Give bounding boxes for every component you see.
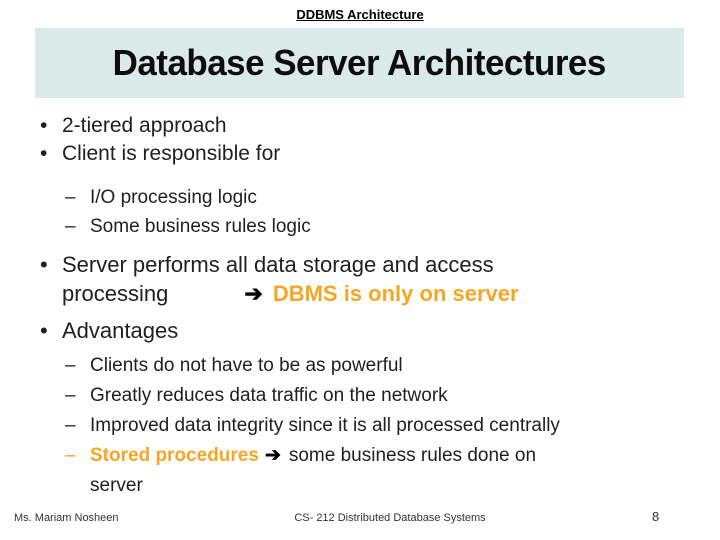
sub-bullet-rest-line2: server xyxy=(90,475,143,496)
sub-bullet-text: Some business rules logic xyxy=(90,216,311,237)
dash-icon: – xyxy=(65,187,76,208)
dash-icon: – xyxy=(65,355,76,376)
dash-icon: – xyxy=(65,216,76,237)
footer-author: Ms. Mariam Nosheen xyxy=(14,512,119,524)
sub-bullet-clients-powerful: – Clients do not have to be as powerful xyxy=(65,351,708,381)
bullet-text: Advantages xyxy=(62,318,179,343)
dash-icon: – xyxy=(65,415,76,436)
bullet-icon: • xyxy=(40,114,48,137)
bullet-client-responsible: • Client is responsible for xyxy=(40,140,708,168)
bullet-icon: • xyxy=(40,318,48,343)
sub-bullet-io-logic: – I/O processing logic xyxy=(65,183,708,212)
sub-bullet-text: I/O processing logic xyxy=(90,187,257,208)
page-title: Database Server Architectures xyxy=(112,42,607,83)
dash-icon: – xyxy=(65,445,76,466)
sub-bullet-rest-line1: some business rules done on xyxy=(288,445,537,466)
title-bar: Database Server Architectures xyxy=(35,28,684,98)
sub-bullet-text: Clients do not have to be as powerful xyxy=(90,355,403,376)
bullet-line2: processing xyxy=(62,281,169,306)
highlight-stored-procedures: Stored procedures xyxy=(90,445,259,466)
bullet-advantages: • Advantages xyxy=(40,316,708,345)
sub-bullet-text: Improved data integrity since it is all … xyxy=(90,415,560,436)
bullet-2tiered: • 2-tiered approach xyxy=(40,112,708,140)
bullet-icon: • xyxy=(40,252,48,277)
right-arrow-icon: ➔ xyxy=(244,281,263,306)
bullet-icon: • xyxy=(40,142,48,165)
footer-page-number: 8 xyxy=(652,509,660,524)
bullet-line1: Server performs all data storage and acc… xyxy=(62,252,494,277)
bullet-text: 2-tiered approach xyxy=(62,114,227,137)
sub-bullet-data-integrity: – Improved data integrity since it is al… xyxy=(65,411,708,441)
bullet-text: Server performs all data storage and acc… xyxy=(62,250,519,308)
sub-bullet-business-rules: – Some business rules logic xyxy=(65,212,708,241)
slide-header-tag: DDBMS Architecture xyxy=(296,7,424,22)
right-arrow-icon: ➔ xyxy=(264,445,281,466)
dash-icon: – xyxy=(65,385,76,406)
sub-bullet-group-advantages: – Clients do not have to be as powerful … xyxy=(40,351,708,501)
highlight-dbms-on-server: DBMS is only on server xyxy=(272,281,519,306)
sub-bullet-group-client: – I/O processing logic – Some business r… xyxy=(40,183,708,241)
slide-content: • 2-tiered approach • Client is responsi… xyxy=(40,112,708,501)
footer-course: CS- 212 Distributed Database Systems xyxy=(294,512,486,524)
sub-bullet-text: Stored procedures➔ some business rules do… xyxy=(90,441,536,501)
bullet-text: Client is responsible for xyxy=(62,142,281,165)
bullet-server-performs: • Server performs all data storage and a… xyxy=(40,250,708,308)
sub-bullet-text: Greatly reduces data traffic on the netw… xyxy=(90,385,448,406)
sub-bullet-stored-procedures: – Stored procedures➔ some business rules … xyxy=(65,441,708,501)
sub-bullet-data-traffic: – Greatly reduces data traffic on the ne… xyxy=(65,381,708,411)
